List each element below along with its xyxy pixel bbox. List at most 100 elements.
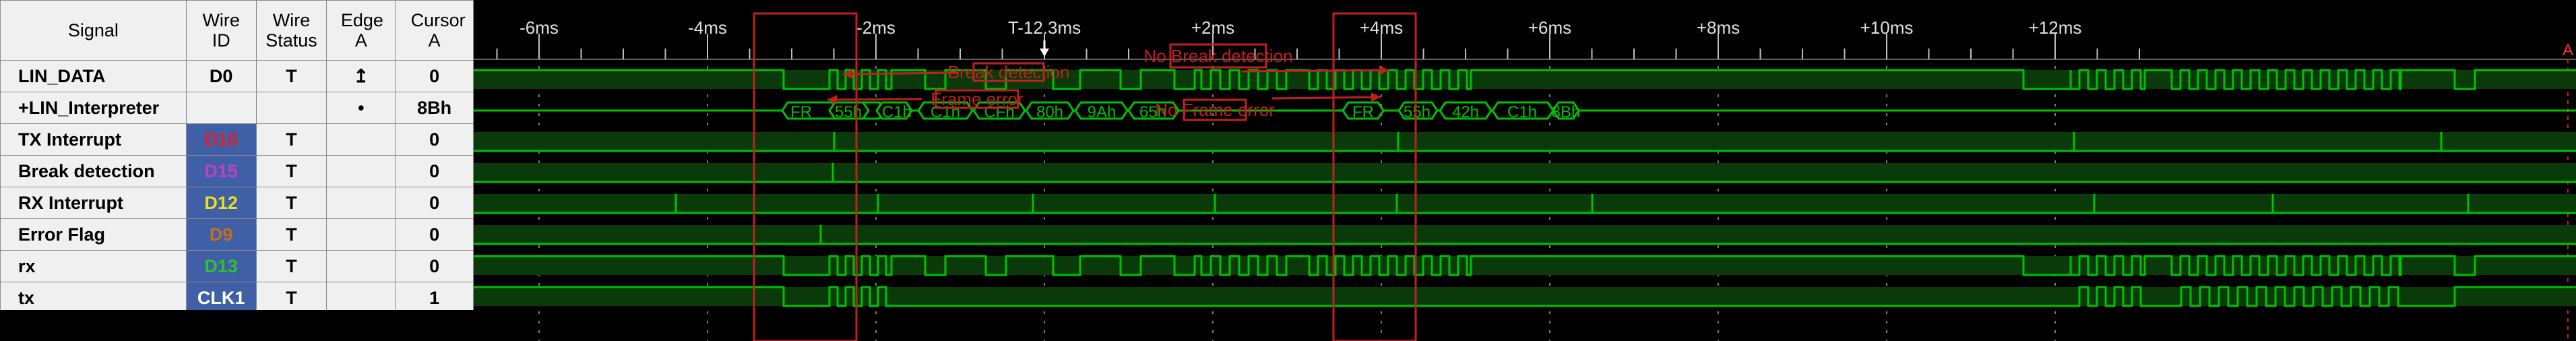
annotation-break-detection-box <box>972 62 1045 82</box>
signal-list-panel: Signal Wire ID Wire Status Edge A Cursor… <box>0 0 474 341</box>
annotation-frame-error-box <box>935 89 1019 109</box>
header-cursor[interactable]: Cursor A <box>395 0 474 61</box>
tx-trace <box>474 286 2576 307</box>
header-wire-id-text: Wire ID <box>202 10 240 51</box>
header-cursor-text: Cursor A <box>410 10 466 51</box>
edge-trigger[interactable] <box>326 187 396 219</box>
signal-name[interactable]: TX Interrupt <box>0 123 187 156</box>
wire-status: T <box>255 250 327 282</box>
arrow-no-break-detection-head-icon <box>1379 65 1389 75</box>
header-signal[interactable]: Signal <box>0 0 187 61</box>
edge-trigger[interactable] <box>326 155 396 187</box>
decoded-byte-label: C1h <box>882 103 912 121</box>
cursor-value: 8Bh <box>395 92 474 124</box>
edge-trigger[interactable] <box>326 218 396 251</box>
waveform-canvas[interactable]: -12ms-10ms-8ms-6ms-4ms-2msT-12.3ms+2ms+4… <box>474 0 2576 341</box>
decoded-byte-box[interactable] <box>1552 101 1580 120</box>
signal-name[interactable]: tx <box>0 282 187 314</box>
decoded-byte-label: 9Ah <box>1088 103 1117 121</box>
break-detection-trace-band <box>474 163 2576 182</box>
decoded-byte-label: FR <box>790 103 812 121</box>
edge-trigger[interactable] <box>326 282 396 314</box>
decoded-byte-box[interactable] <box>1342 101 1385 120</box>
signal-name[interactable]: RX Interrupt <box>0 187 187 219</box>
decoded-byte-box[interactable] <box>1074 101 1129 120</box>
decoded-byte-box[interactable] <box>1397 101 1439 120</box>
signal-list-empty-area <box>0 310 474 341</box>
signal-name[interactable]: +LIN_Interpreter <box>0 92 187 124</box>
cursor-a-label[interactable]: A <box>2563 41 2573 59</box>
wire-status: T <box>255 123 327 156</box>
time-label: +10ms <box>1860 18 1914 38</box>
time-label: -6ms <box>520 18 559 38</box>
decoded-byte-label: 42h <box>1452 103 1479 121</box>
wire-id: D15 <box>185 155 257 187</box>
tx-interrupt-trace-band <box>474 132 2576 151</box>
cursor-value: 0 <box>395 218 474 251</box>
wire-id: D9 <box>185 218 257 251</box>
arrow-frame-error <box>827 98 922 101</box>
arrow-break-detection-head-icon <box>843 69 853 79</box>
edge-trigger[interactable] <box>326 250 396 282</box>
decoded-byte-box[interactable] <box>1127 101 1180 120</box>
edge-trigger[interactable]: ↥ <box>326 60 396 92</box>
signal-name[interactable]: rx <box>0 250 187 282</box>
lin-data-trace-band <box>474 70 2576 89</box>
decoded-byte-box[interactable] <box>917 101 974 120</box>
error-flag-trace-band <box>474 225 2576 244</box>
annotation-break-detection-text: Break detection <box>948 62 1070 82</box>
arrow-break-detection <box>842 71 960 75</box>
decoded-byte-box[interactable] <box>1439 101 1493 120</box>
wire-id: CLK1 <box>185 282 257 314</box>
time-ruler[interactable] <box>474 0 2576 59</box>
wire-status: T <box>255 155 327 187</box>
header-wire-status-text: Wire Status <box>265 10 317 51</box>
edge-trigger[interactable] <box>326 123 396 156</box>
wire-id: D10 <box>185 123 257 156</box>
arrow-no-frame-error <box>1271 96 1381 100</box>
wire-status <box>255 92 327 124</box>
signal-name[interactable]: Error Flag <box>0 218 187 251</box>
cursor-value: 0 <box>395 187 474 219</box>
signal-name[interactable]: Break detection <box>0 155 187 187</box>
highlight-region-1 <box>753 12 858 341</box>
arrow-no-break-detection <box>1241 69 1389 73</box>
waveform-view[interactable]: -12ms-10ms-8ms-6ms-4ms-2msT-12.3ms+2ms+4… <box>474 0 2576 341</box>
highlight-region-2 <box>1332 12 1417 341</box>
cursor-value: 1 <box>395 282 474 314</box>
annotation-frame-error-text: Frame error <box>931 89 1024 109</box>
signal-row[interactable]: +LIN_Interpreter •8Bh <box>0 92 474 124</box>
edge-trigger[interactable]: • <box>326 92 396 124</box>
decoded-byte-label: C1h <box>1507 103 1537 121</box>
annotation-no-frame-error-text: No Frame error <box>1155 100 1275 120</box>
decoded-byte-label: CFh <box>984 103 1014 121</box>
wire-status: T <box>255 218 327 251</box>
time-label: T-12.3ms <box>1008 18 1081 38</box>
header-edge-text: Edge A <box>340 10 383 51</box>
header-wire-id[interactable]: Wire ID <box>185 0 257 61</box>
decoded-byte-label: FR <box>1352 103 1374 121</box>
decoded-byte-box[interactable] <box>972 101 1026 120</box>
cursor-value: 0 <box>395 123 474 156</box>
decoded-byte-box[interactable] <box>1025 101 1075 120</box>
arrow-frame-error-head-icon <box>827 94 838 104</box>
wire-id: D0 <box>185 60 257 92</box>
rx-interrupt-trace-band <box>474 194 2576 213</box>
time-label: +4ms <box>1360 18 1403 38</box>
decoded-byte-label: 80h <box>1036 103 1063 121</box>
signal-name[interactable]: LIN_DATA <box>0 60 187 92</box>
wire-id: D13 <box>185 250 257 282</box>
header-wire-status[interactable]: Wire Status <box>255 0 327 61</box>
trigger-arrow-icon <box>1040 49 1049 57</box>
table-header: Signal Wire ID Wire Status Edge A Cursor… <box>0 0 474 61</box>
decoded-byte-label: 55h <box>835 103 862 121</box>
header-edge[interactable]: Edge A <box>326 0 396 61</box>
decoded-byte-box[interactable] <box>875 101 913 120</box>
